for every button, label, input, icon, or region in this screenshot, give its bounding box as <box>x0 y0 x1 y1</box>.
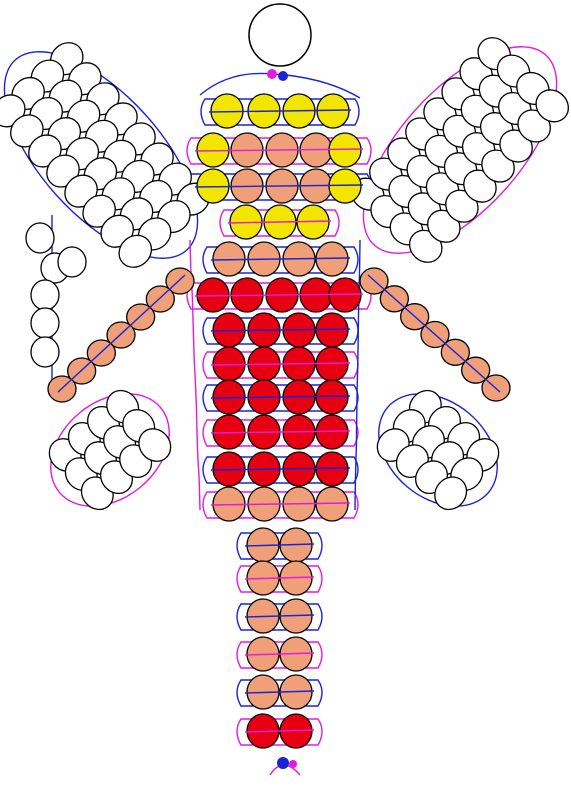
thread-leg-right <box>368 275 500 392</box>
wing-bead-side-left <box>58 247 86 277</box>
knot-top-blue <box>278 71 288 81</box>
wing-bead-side-left <box>31 308 59 338</box>
knot-top-magenta <box>267 69 277 79</box>
wing-bead-side-left <box>31 337 59 367</box>
body-layer <box>197 4 361 748</box>
knot-bottom-magenta <box>289 760 297 768</box>
knot-bottom-blue <box>277 757 289 769</box>
wing-bead-side-left <box>31 280 59 310</box>
head-ring <box>249 4 311 66</box>
wing-bead-side-left <box>26 223 54 253</box>
thread-leg-left <box>58 275 185 392</box>
